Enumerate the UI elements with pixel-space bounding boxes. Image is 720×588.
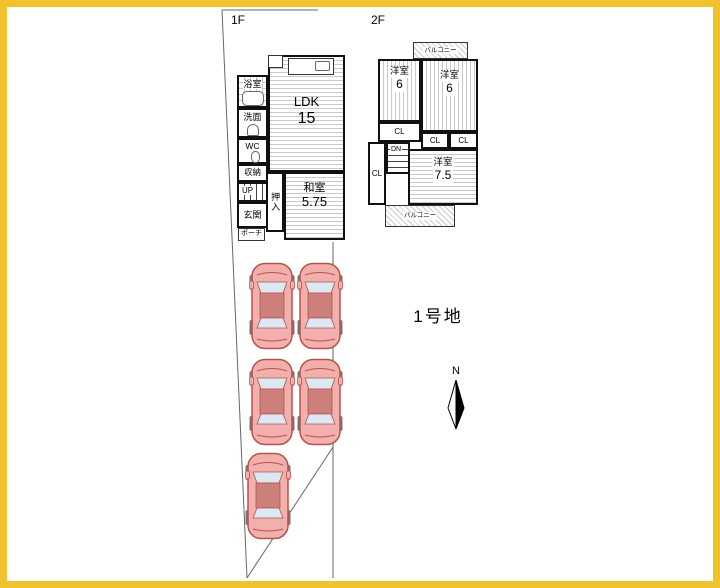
room-yoshitsu-main-area: 7.5: [432, 167, 454, 183]
cupboard-icon: [268, 55, 283, 68]
floor-1f-label: 1F: [231, 13, 246, 27]
stairs-down-label: DN: [390, 146, 403, 153]
closet-left-label: CL: [394, 127, 405, 137]
room-shunou: 収納: [237, 164, 268, 182]
room-ldk-area: 15: [297, 109, 316, 127]
room-washitsu-area: 5.75: [301, 193, 328, 209]
porch: ポーチ: [238, 228, 265, 241]
stairs-down: DN: [386, 142, 410, 174]
room-yoshitsu-left-name: 洋室: [388, 66, 410, 78]
room-washitsu: 和室 5.75: [284, 172, 345, 240]
balcony-top-label: バルコニー: [423, 46, 458, 55]
room-senmen-name: 洗面: [243, 112, 262, 122]
room-genkan: 玄関: [237, 202, 268, 228]
room-yoshitsu-left: 洋室 6: [378, 59, 421, 122]
closet-mid-2: CL: [449, 132, 478, 149]
closet-strip-label: CL: [371, 168, 383, 178]
room-oshiire-name: 押入: [270, 192, 281, 212]
room-genkan-name: 玄関: [243, 209, 262, 220]
toilet-icon: [251, 151, 260, 163]
room-ldk-name: LDK: [293, 94, 320, 109]
room-yoshitsu-left-area: 6: [394, 76, 405, 92]
sink-icon: [315, 61, 330, 71]
floor-2f-label: 2F: [371, 13, 386, 27]
room-yoshitsu-main: 洋室 7.5: [408, 149, 478, 205]
bathtub-icon: [242, 91, 264, 106]
closet-mid-1-label: CL: [429, 135, 441, 145]
room-wc-name: WC: [245, 141, 260, 151]
stairs-up-label: UP: [241, 186, 255, 195]
room-yoshitsu-main-name: 洋室: [432, 157, 454, 169]
balcony-top: バルコニー: [413, 42, 468, 59]
compass-n-label: N: [452, 365, 460, 377]
room-wc: WC: [237, 138, 268, 164]
closet-mid-1: CL: [421, 132, 449, 149]
room-yoshitsu-right-name: 洋室: [438, 70, 460, 82]
closet-left: CL: [378, 122, 421, 142]
room-bath-name: 浴室: [243, 79, 262, 90]
stairs-up: UP: [237, 182, 268, 202]
lot-number-title: 1号地: [413, 307, 463, 326]
room-senmen: 洗面: [237, 108, 268, 138]
room-yoshitsu-right: 洋室 6: [421, 59, 478, 132]
room-washitsu-name: 和室: [303, 182, 326, 194]
washbasin-icon: [247, 124, 259, 136]
car-icon: [249, 358, 295, 446]
room-bath: 浴室: [237, 75, 268, 108]
closet-strip: CL: [368, 142, 386, 205]
car-icon: [297, 358, 343, 446]
kitchen-counter-icon: [288, 58, 334, 75]
closet-mid-2-label: CL: [458, 135, 469, 145]
balcony-bottom: バルコニー: [385, 205, 455, 227]
porch-label: ポーチ: [241, 230, 262, 238]
room-oshiire: 押入: [266, 172, 284, 232]
car-icon: [297, 262, 343, 350]
car-icon: [245, 452, 291, 540]
room-shunou-name: 収納: [243, 167, 261, 178]
room-yoshitsu-right-area: 6: [444, 80, 455, 96]
car-icon: [249, 262, 295, 350]
north-arrow-icon: [447, 379, 465, 430]
balcony-bottom-label: バルコニー: [402, 212, 438, 220]
